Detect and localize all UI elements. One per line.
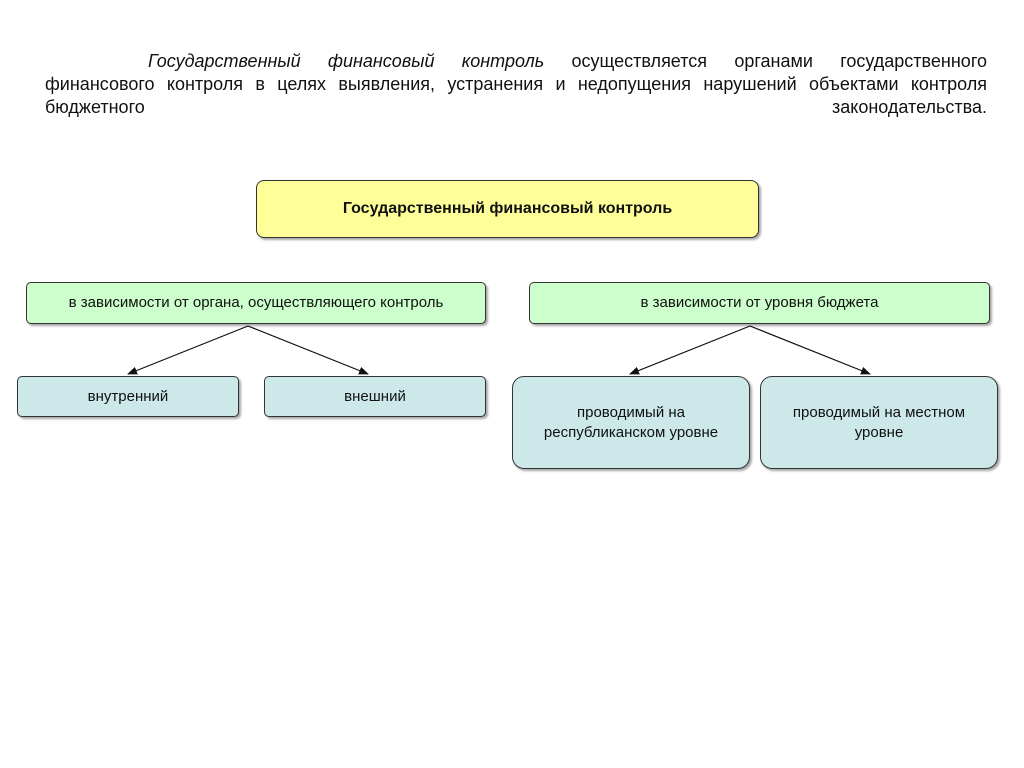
connector-arrow-local (749, 325, 871, 375)
definition-text: осуществляется органами государственного… (45, 51, 987, 117)
type-external: внешний (264, 376, 486, 417)
definition-term: Государственный финансовый контроль (148, 51, 545, 71)
type-internal: внутренний (17, 376, 239, 417)
root-node: Государственный финансовый контроль (256, 180, 759, 238)
connector-arrow-external (247, 325, 369, 375)
criterion-by-budget-level: в зависимости от уровня бюджета (529, 282, 990, 324)
criterion-by-authority: в зависимости от органа, осуществляющего… (26, 282, 486, 324)
type-local-level: проводимый на местном уровне (760, 376, 998, 469)
connector-arrow-republican (629, 325, 751, 375)
definition-paragraph: Государственный финансовый контроль осущ… (45, 50, 987, 119)
connector-arrow-internal (127, 325, 249, 375)
type-republican-level: проводимый на республиканском уровне (512, 376, 750, 469)
